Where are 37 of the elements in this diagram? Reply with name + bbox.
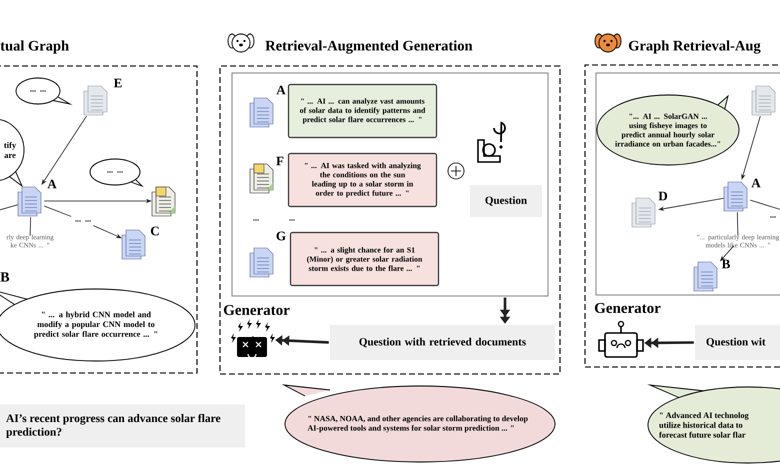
generator-label: Generator [224,304,290,316]
panel-title: Graph Retrieval-Aug [628,40,761,54]
speech-bubble: " Advanced AI technolog utilize historical data to forecast future solar flar [647,384,780,464]
letter-label: E [114,78,122,88]
letter-label: B [722,260,730,268]
connector-line [0,204,18,212]
connector-line [736,212,738,236]
speech-bubble: ... ... [16,78,73,105]
question-box: Question [470,185,542,217]
connector-line [750,200,780,210]
letter-label: A [47,180,57,188]
connector-line [30,216,31,236]
document-icon [152,186,176,216]
panel-title: tual Graph [0,40,69,54]
ellipsis-label: ... [289,219,295,221]
letter-label: A [751,178,761,188]
letter-label: D [658,192,668,200]
retrieval-box [596,72,780,296]
letter-label: C [150,226,159,236]
question-box: AI’s recent progress can advance solar flare prediction? [0,404,245,448]
connector-line [44,206,72,217]
question-box: Question wit [695,325,780,360]
panel-title: Retrieval-Augmented Generation [265,40,472,54]
speech-bubble: ... ... [90,158,144,188]
letter-label: A [276,86,286,94]
generator-label: Generator [594,302,661,314]
speech-bubble: tify are [0,118,24,188]
question-box: Question with retrieved documents [330,325,555,360]
letter-label: F [276,156,284,166]
text-snippet: ... ... [75,220,91,222]
retrieval-box [232,72,548,296]
ellipsis-label: ... [253,219,259,221]
ellipsis-label: ... [770,216,776,218]
document-icon [752,86,776,116]
speech-bubble: " ... a hybrid CNN model and modify a popular CNN model to predict solar flare occurrence ... " [0,288,196,362]
letter-label: G [276,232,286,240]
speech-bubble: " NASA, NOAA, and other agencies are collaborating to develop AI-powered tools and systems for solar storm prediction ... " [282,384,556,462]
